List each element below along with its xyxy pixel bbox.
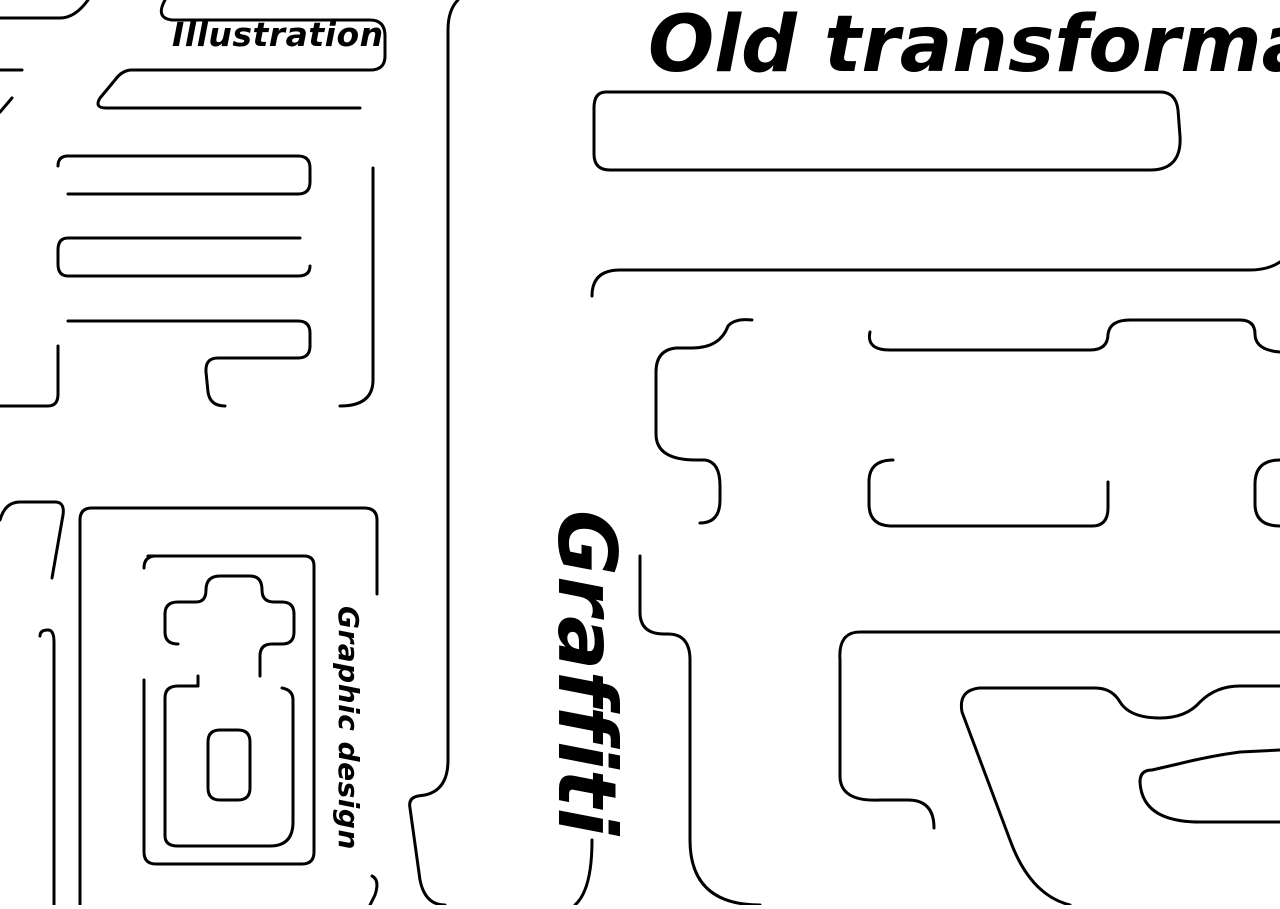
title-label: Old transforma bbox=[648, 0, 1280, 90]
illustration-label: Illustration bbox=[172, 15, 384, 54]
graffiti-label: Graffiti bbox=[540, 510, 633, 836]
graphic-design-label: Graphic design bbox=[332, 606, 365, 850]
